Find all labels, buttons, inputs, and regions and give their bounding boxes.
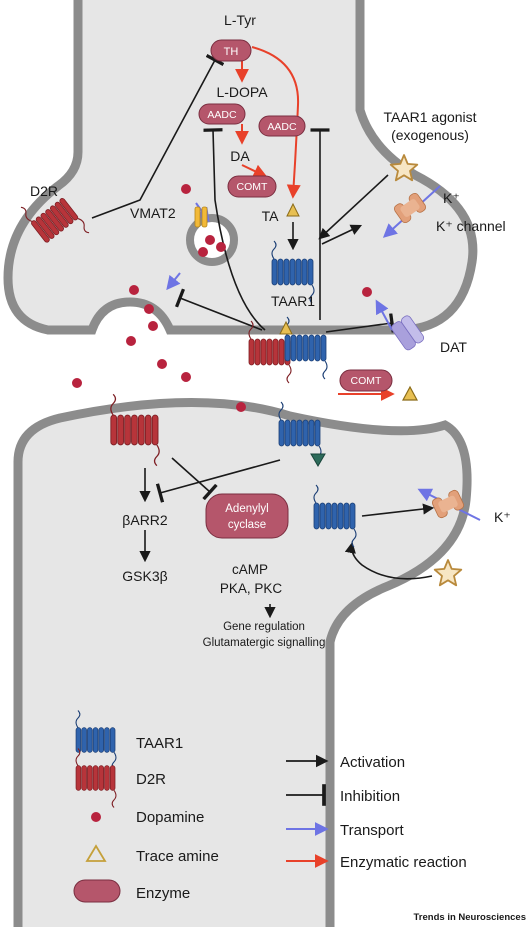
adenylyl-line1: Adenylyl [225,503,268,515]
label-vmat2: VMAT2 [130,205,176,221]
taar1-intracellular [271,240,315,304]
taar1-postsynaptic-membrane [278,401,322,465]
enzyme-th-label: TH [224,46,239,58]
legend-icons [75,710,117,808]
label-agonist-2: (exogenous) [391,127,469,143]
legend-d2r-icon [75,748,117,808]
label-agonist-1: TAAR1 agonist [383,109,476,125]
label-camp: cAMP [232,562,268,577]
dopamine-dot [148,321,158,331]
enzyme-comt-cleft: COMT [339,369,393,392]
label-k-plus-post: K⁺ [494,509,511,525]
enzyme-comt-cleft-label: COMT [351,375,382,387]
star-icon [389,154,419,182]
d2r-heterodimer [248,320,292,384]
label-da: DA [230,148,250,164]
label-l-dopa: L-DOPA [216,84,268,100]
dopamine-dot [72,378,82,388]
legend: TAAR1 D2R Dopamine Trace amine Enzyme Ac… [73,710,467,903]
legend-dopamine-dot [91,812,101,822]
enzymatic-arrows [235,46,395,401]
label-k-channel: K⁺ channel [436,218,506,234]
inhibition-lines [91,54,395,503]
label-taar1: TAAR1 [271,293,315,309]
trace-amine-cleft [401,385,419,401]
label-glutamatergic: Glutamatergic signalling [203,637,326,649]
enzyme-adenylyl-cyclase: Adenylyl cyclase [205,493,289,539]
enzyme-th: TH [210,39,252,62]
dopamine-dot [157,359,167,369]
dopamine-dot [205,235,215,245]
dopamine-dot [126,336,136,346]
label-d2r: D2R [30,183,58,199]
dopamine-dot [198,247,208,257]
label-l-tyr: L-Tyr [224,12,256,28]
d2r-postsynaptic [110,393,160,467]
label-k-plus-top: K⁺ [443,190,460,206]
legend-activation: Activation [340,754,405,771]
legend-d2r: D2R [136,771,166,788]
legend-taar1: TAAR1 [136,735,183,752]
legend-dopamine: Dopamine [136,809,204,826]
dopamine-dot [362,287,372,297]
bound-ligand-post [310,453,326,467]
dopamine-dot [236,402,246,412]
d2r-presynaptic [20,198,90,243]
k-channel-post-icon [432,489,464,519]
enzyme-aadc-right-label: AADC [267,121,297,133]
adenylyl-line2: cyclase [228,519,266,531]
agonist-stars [389,154,463,587]
label-dat: DAT [440,339,467,355]
label-beta-arr2: βARR2 [122,512,168,528]
dopamine-layer [72,184,372,412]
legend-enzymatic-reaction: Enzymatic reaction [340,854,467,871]
enzyme-comt-top-label: COMT [237,181,268,193]
star-icon-post [433,559,463,587]
dopamine-dot [216,242,226,252]
journal-credit: Trends in Neurosciences [414,912,526,923]
legend-taar1-icon [75,710,117,770]
enzyme-aadc-right: AADC [258,115,306,137]
receptor-layer [20,198,357,548]
enzyme-aadc-left-label: AADC [207,109,237,121]
legend-enzyme-pill [73,879,121,903]
dopamine-dot [129,285,139,295]
label-gene-regulation: Gene regulation [223,621,305,633]
legend-inhibition: Inhibition [340,788,400,805]
label-gsk3b: GSK3β [122,568,167,584]
dat-transporter-icon [391,315,425,351]
legend-trace-amine: Trace amine [136,848,219,865]
legend-transport: Transport [340,822,404,839]
dopamine-dot [144,304,154,314]
vmat2-icon [194,206,208,228]
dopamine-dot [181,372,191,382]
legend-enzyme: Enzyme [136,885,190,902]
activation-arrows [139,174,435,619]
trace-amine-ta [286,202,300,217]
enzyme-aadc-left: AADC [198,103,246,125]
label-pka-pkc: PKA, PKC [220,581,283,596]
dopamine-dot [181,184,191,194]
enzyme-comt-top: COMT [227,175,277,198]
postsynaptic-membrane [13,398,472,927]
k-channel-icon [393,192,427,224]
legend-trace-amine-triangle [85,844,107,862]
taar1-postsynaptic-intracellular [313,484,357,548]
label-ta: TA [262,208,280,224]
trace-amine-bound [279,320,293,335]
